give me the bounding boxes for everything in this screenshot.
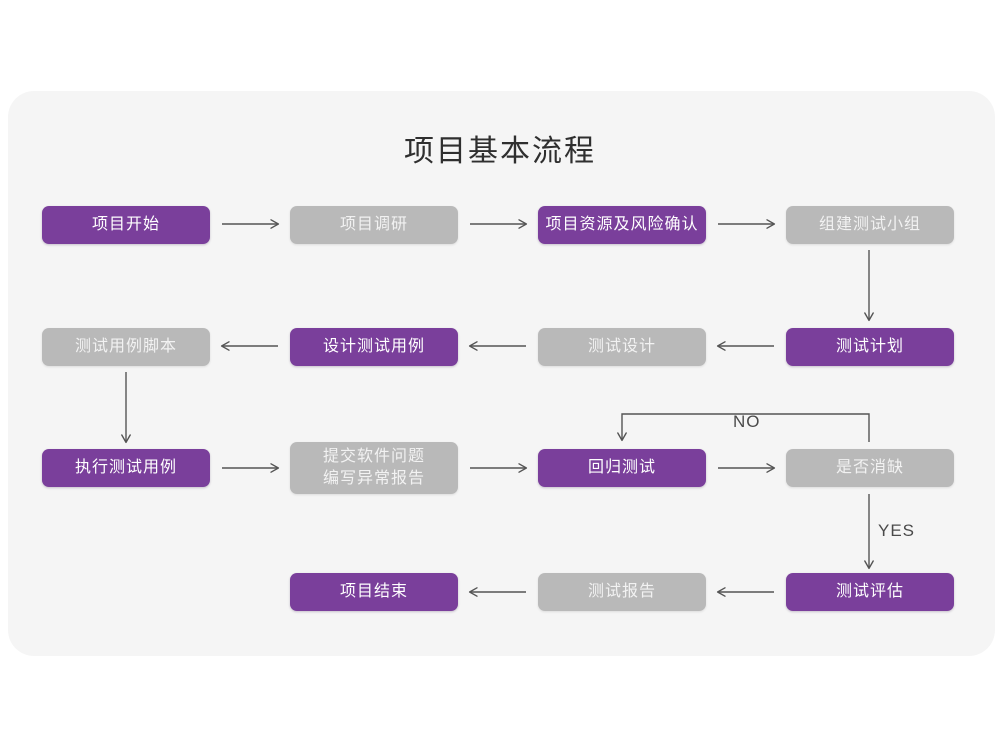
node-design-test-case[interactable]: 设计测试用例: [290, 328, 458, 366]
node-form-test-team[interactable]: 组建测试小组: [786, 206, 954, 244]
edge-label-yes: YES: [878, 521, 916, 540]
node-test-plan[interactable]: 测试计划: [786, 328, 954, 366]
node-project-start[interactable]: 项目开始: [42, 206, 210, 244]
node-test-design[interactable]: 测试设计: [538, 328, 706, 366]
node-defect-resolved-decision[interactable]: 是否消缺: [786, 449, 954, 487]
node-test-case-script[interactable]: 测试用例脚本: [42, 328, 210, 366]
edge-label-no: NO: [733, 412, 761, 431]
node-project-research[interactable]: 项目调研: [290, 206, 458, 244]
node-execute-test-case[interactable]: 执行测试用例: [42, 449, 210, 487]
diagram-card: [8, 91, 995, 656]
node-test-evaluation[interactable]: 测试评估: [786, 573, 954, 611]
node-resource-risk-confirm[interactable]: 项目资源及风险确认: [538, 206, 706, 244]
node-project-end[interactable]: 项目结束: [290, 573, 458, 611]
node-regression-test[interactable]: 回归测试: [538, 449, 706, 487]
node-test-report[interactable]: 测试报告: [538, 573, 706, 611]
page-title: 项目基本流程: [404, 135, 596, 168]
node-submit-defect-report[interactable]: 提交软件问题 编写异常报告: [290, 442, 458, 494]
